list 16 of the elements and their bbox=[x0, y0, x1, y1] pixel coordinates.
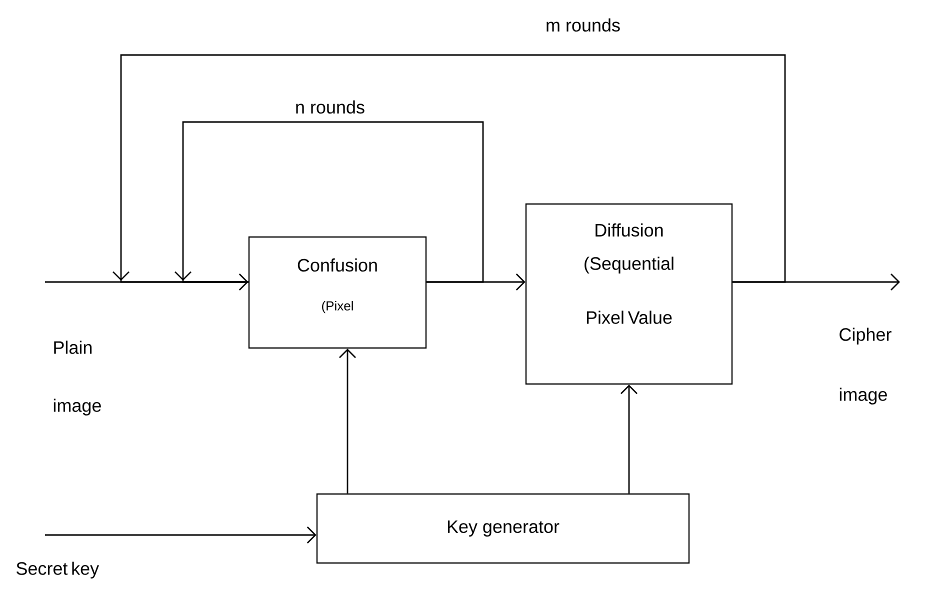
box-text: (Sequential Pixel Value bbox=[584, 256, 674, 324]
arrow bbox=[620, 384, 638, 494]
arrow bbox=[45, 274, 248, 290]
edge-label: n rounds bbox=[296, 100, 364, 114]
box-title: Confusion bbox=[298, 258, 377, 272]
input-label: Cipher image bbox=[840, 328, 892, 404]
process-box: Key generator bbox=[316, 493, 690, 564]
process-box bbox=[248, 236, 427, 349]
edge-label: m rounds bbox=[546, 18, 620, 32]
arrow bbox=[45, 526, 316, 544]
input-label: Secret key bbox=[16, 562, 100, 578]
box-title: Diffusion bbox=[596, 223, 663, 237]
arrow bbox=[339, 348, 356, 494]
input-label: Plain image bbox=[54, 340, 101, 416]
box-text: (Pixel bbox=[322, 300, 353, 314]
process-box bbox=[525, 203, 733, 385]
